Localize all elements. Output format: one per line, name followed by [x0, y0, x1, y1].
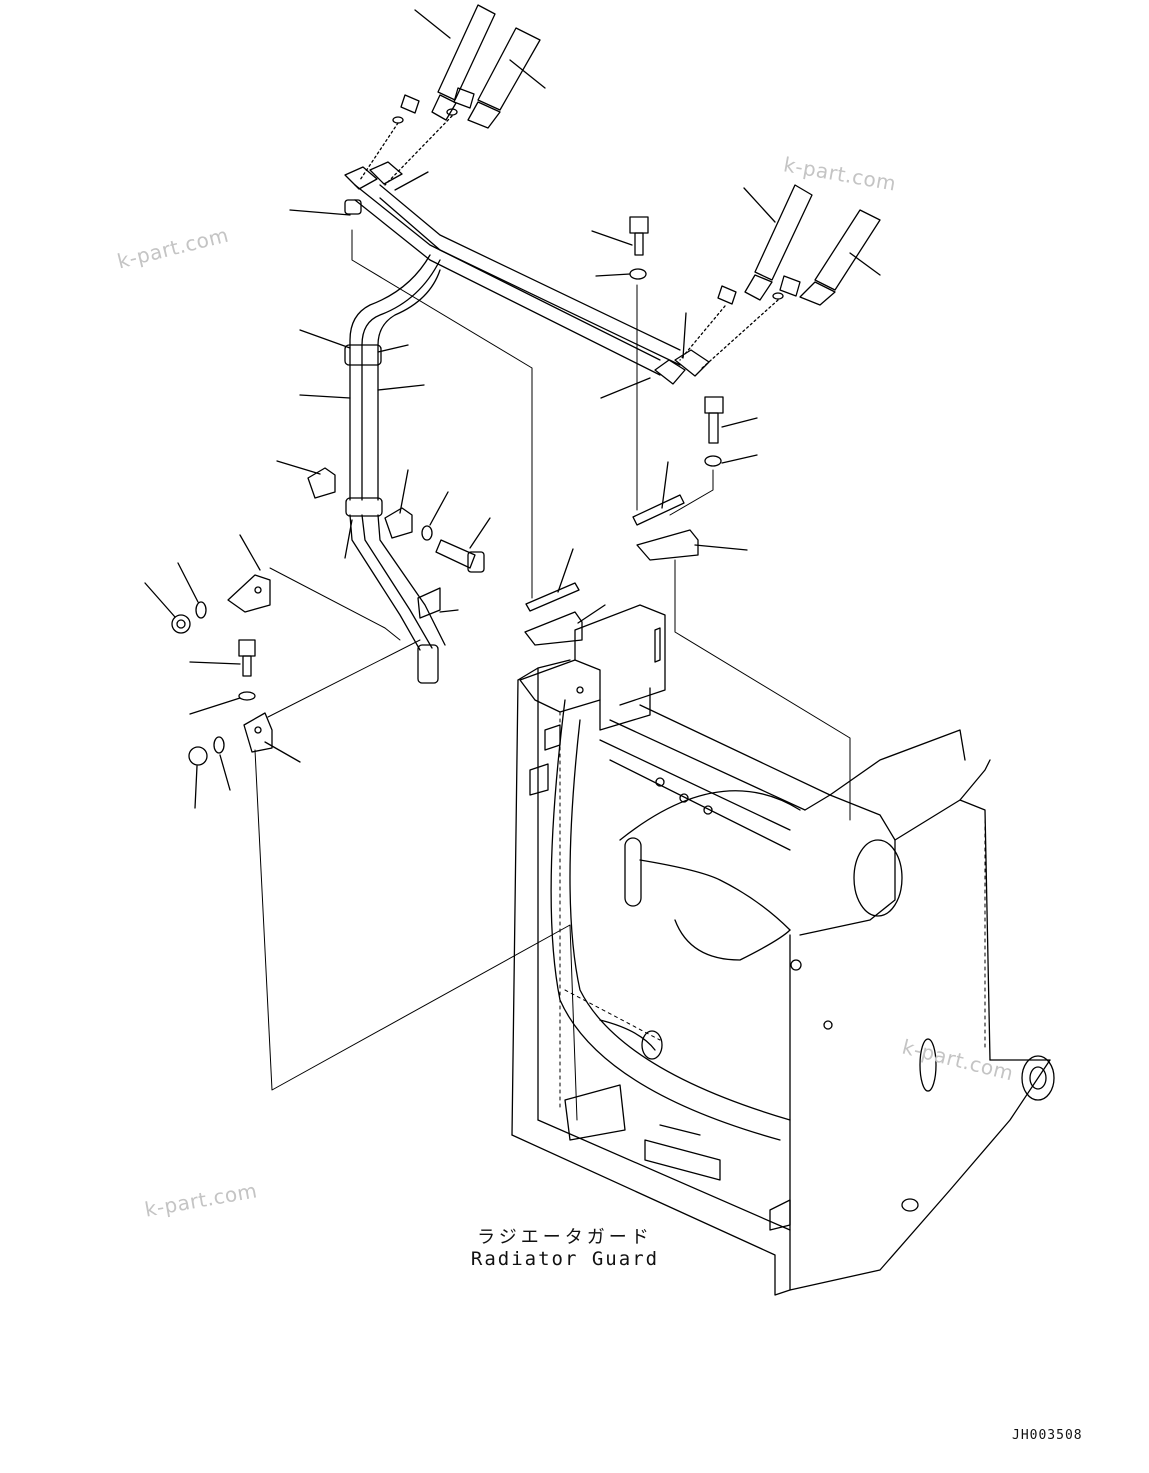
tube-assembly: [344, 161, 710, 684]
callout-leaders: [144, 9, 881, 809]
hose-left-pair: [359, 4, 541, 186]
frame-dashed-edges: [559, 711, 986, 1281]
bracket-lower-left: [227, 574, 273, 753]
assembly-lines: [254, 229, 851, 1121]
fasteners-right: [524, 216, 724, 646]
radiator-guard-frame: [511, 604, 1055, 1296]
fasteners-left: [171, 525, 485, 766]
caption-japanese: ラジエータガード: [477, 1227, 653, 1248]
bracket-clip-left: [307, 467, 441, 619]
hose-right-pair: [679, 184, 881, 371]
caption-english: Radiator Guard: [470, 1248, 660, 1270]
drawing-code: JH003508: [1012, 1428, 1083, 1443]
